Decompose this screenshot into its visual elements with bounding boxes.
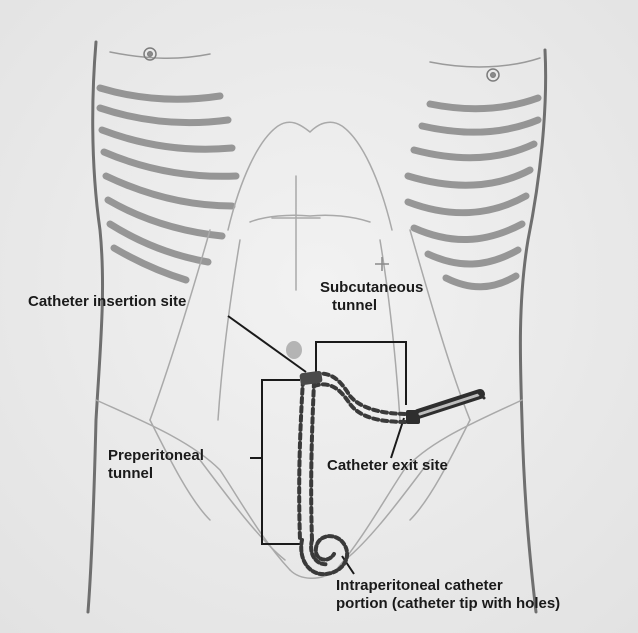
label-catheter-exit-site: Catheter exit site <box>327 457 448 475</box>
label-preperitoneal-line1: Preperitoneal <box>108 447 204 465</box>
label-subcutaneous-tunnel: Subcutaneous tunnel <box>320 279 423 315</box>
label-intraperitoneal-line2: portion (catheter tip with holes) <box>336 595 560 613</box>
label-preperitoneal-tunnel: Preperitoneal tunnel <box>108 447 204 483</box>
label-subcutaneous-line1: Subcutaneous <box>320 279 423 297</box>
label-subcutaneous-line2: tunnel <box>320 297 423 315</box>
label-catheter-insertion-site: Catheter insertion site <box>28 293 186 311</box>
label-intraperitoneal-line1: Intraperitoneal catheter <box>336 577 560 595</box>
label-exit-text: Catheter exit site <box>327 457 448 475</box>
label-intraperitoneal-portion: Intraperitoneal catheter portion (cathet… <box>336 577 560 613</box>
label-preperitoneal-line2: tunnel <box>108 465 204 483</box>
label-insertion-text: Catheter insertion site <box>28 293 186 311</box>
umbilicus <box>286 341 302 359</box>
